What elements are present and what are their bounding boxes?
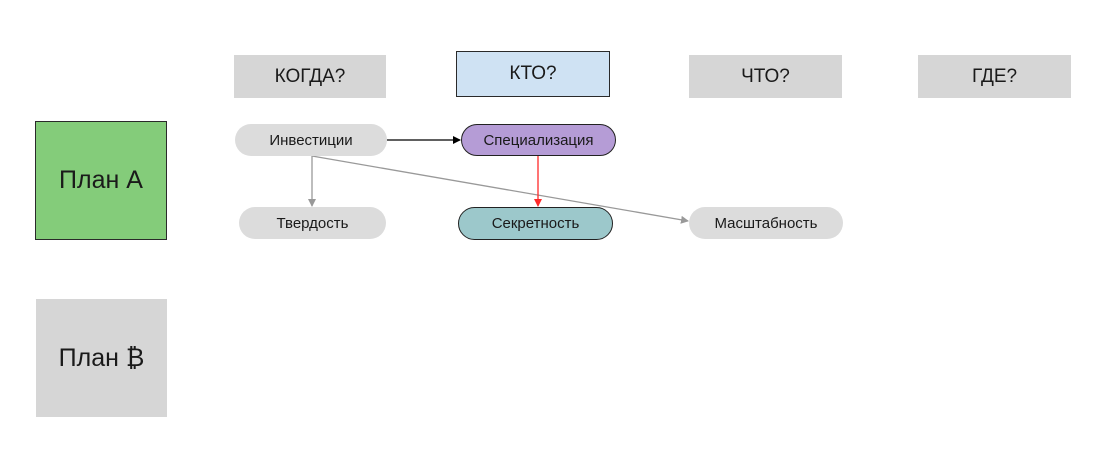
node-secrecy[interactable]: Секретность: [458, 207, 613, 240]
node-scalability[interactable]: Масштабность: [689, 207, 843, 239]
column-header-what: ЧТО?: [689, 55, 842, 98]
column-header-label: КОГДА?: [274, 65, 346, 87]
node-hardness[interactable]: Твердость: [239, 207, 386, 239]
plan-b-box[interactable]: План ₿: [36, 299, 167, 417]
column-header-who[interactable]: КТО?: [456, 51, 610, 97]
plan-label: План ₿: [58, 343, 145, 372]
node-label: Масштабность: [714, 214, 818, 232]
column-header-when: КОГДА?: [234, 55, 386, 98]
node-label: Секретность: [491, 215, 580, 232]
column-header-label: ЧТО?: [741, 65, 790, 87]
column-header-label: ГДЕ?: [971, 65, 1018, 87]
plan-label: План А: [59, 166, 143, 194]
node-label: Специализация: [483, 131, 594, 149]
node-investments[interactable]: Инвестиции: [235, 124, 387, 156]
plan-a-box[interactable]: План А: [35, 121, 167, 240]
column-header-where: ГДЕ?: [918, 55, 1071, 98]
column-header-label: КТО?: [509, 63, 557, 84]
node-label: Твердость: [276, 214, 349, 232]
node-label: Инвестиции: [269, 131, 353, 149]
node-specialization[interactable]: Специализация: [461, 124, 616, 156]
